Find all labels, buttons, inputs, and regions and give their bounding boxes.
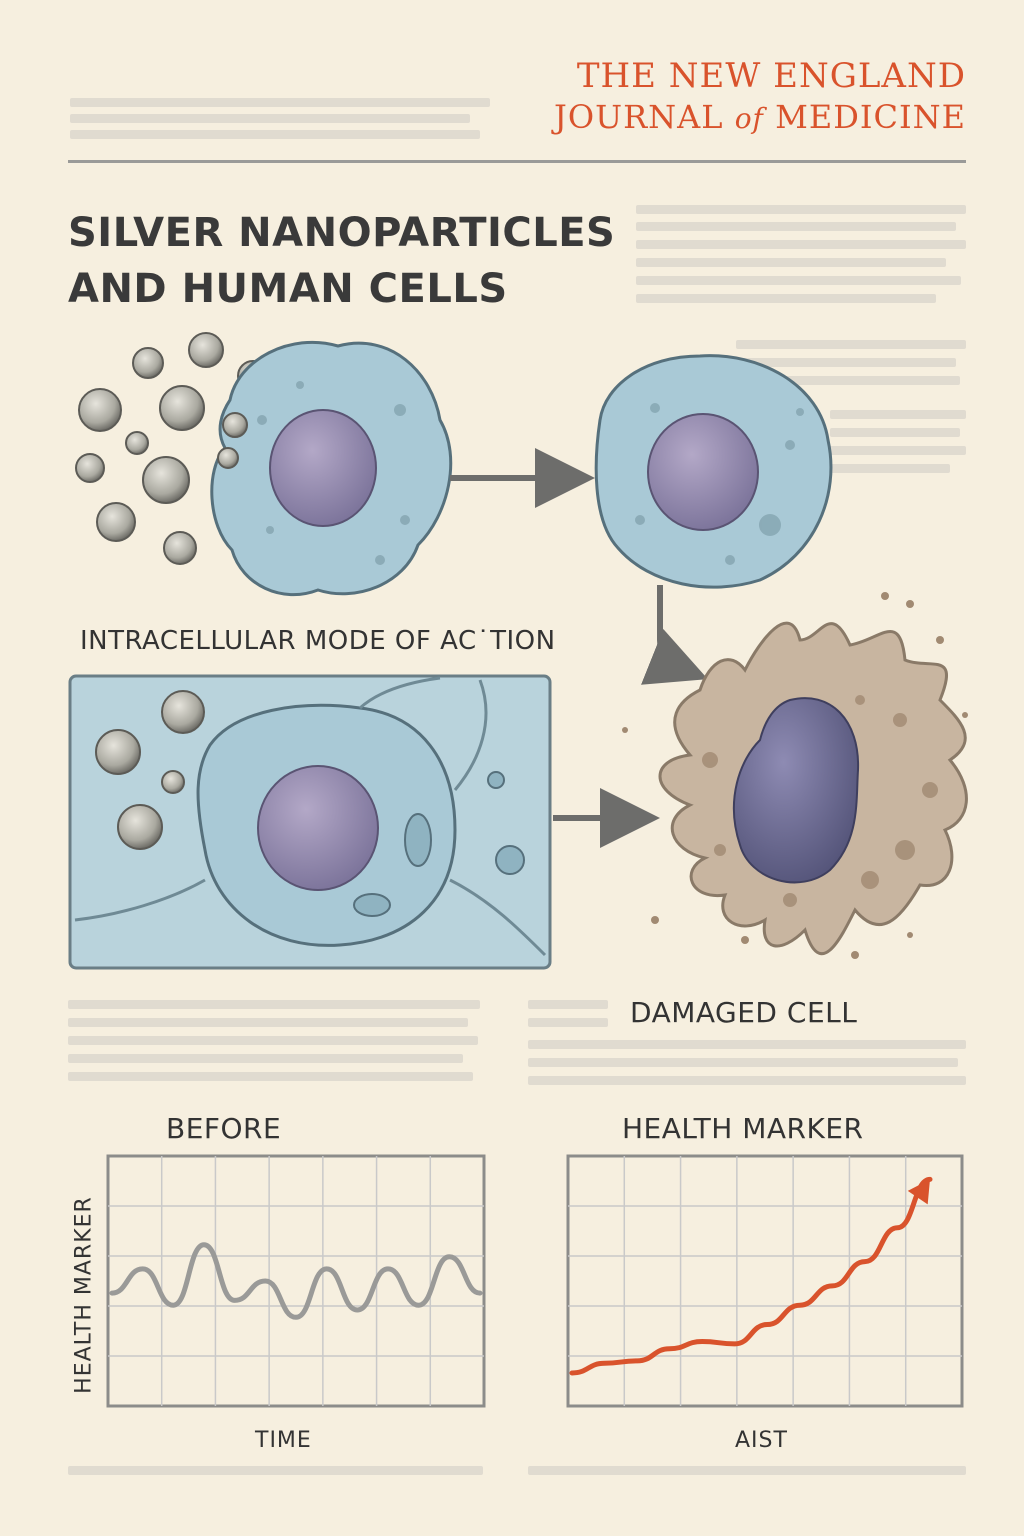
nanoparticle xyxy=(75,453,105,483)
journal-masthead-line1: THE NEW ENGLAND xyxy=(576,56,966,96)
masthead-rule xyxy=(68,160,966,163)
chart-health-series-line xyxy=(569,1176,933,1376)
healthy-cell-1 xyxy=(210,340,453,596)
chart-before-series-line xyxy=(109,1242,483,1320)
nucleus xyxy=(647,413,759,531)
chart-before-title: BEFORE xyxy=(166,1112,282,1145)
healthy-cell-2 xyxy=(594,354,833,589)
chart-health-xlabel: AIST xyxy=(735,1428,788,1453)
intracellular-panel xyxy=(68,674,552,970)
nanoparticle xyxy=(142,456,190,504)
chart-health-title: HEALTH MARKER xyxy=(622,1112,864,1145)
title-line2: AND HUMAN CELLS xyxy=(68,266,508,312)
nanoparticle xyxy=(188,332,224,368)
damaged-cell xyxy=(622,592,968,959)
nucleus xyxy=(269,409,377,527)
article-title: SILVER NANOPARTICLES AND HUMAN CELLS xyxy=(68,205,615,317)
chart-health-frame xyxy=(566,1154,964,1408)
masthead-journal: JOURNAL xyxy=(554,98,735,136)
chart-health-arrowhead xyxy=(907,1179,930,1205)
nanoparticle xyxy=(159,385,205,431)
journal-masthead-line2: JOURNAL of MEDICINE xyxy=(554,98,966,136)
chart-before-frame xyxy=(106,1154,486,1408)
nanoparticle xyxy=(125,431,149,455)
chart-before-xlabel: TIME xyxy=(255,1428,312,1453)
label-intracellular-mode: INTRACELLULAR MODE OF AC˙TION xyxy=(80,626,556,656)
arrow-down-curve xyxy=(640,585,708,685)
nucleus xyxy=(257,765,379,891)
title-line1: SILVER NANOPARTICLES xyxy=(68,210,616,256)
masthead-of: of xyxy=(734,102,764,135)
nanoparticle xyxy=(132,347,164,379)
nanoparticle xyxy=(96,502,136,542)
nanoparticle xyxy=(78,388,122,432)
masthead-medicine: MEDICINE xyxy=(763,98,966,136)
nanoparticle xyxy=(163,531,197,565)
label-damaged-cell: DAMAGED CELL xyxy=(630,996,858,1029)
